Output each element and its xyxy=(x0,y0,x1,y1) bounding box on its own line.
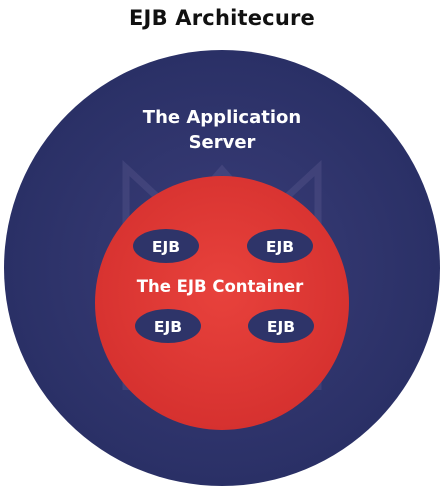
ejb-container-circle xyxy=(95,176,349,430)
application-server-label-line1: The Application xyxy=(143,107,301,128)
ejb-bean-label: EJB xyxy=(266,238,294,256)
ejb-bean-3: EJB xyxy=(135,309,201,343)
ejb-bean-2: EJB xyxy=(247,229,313,263)
ejb-bean-label: EJB xyxy=(152,238,180,256)
ejb-bean-4: EJB xyxy=(248,309,314,343)
ejb-bean-label: EJB xyxy=(154,318,182,336)
application-server-label-line2: Server xyxy=(189,132,256,153)
ejb-bean-label: EJB xyxy=(267,318,295,336)
diagram-title: EJB Architecure xyxy=(129,6,315,30)
ejb-bean-1: EJB xyxy=(133,229,199,263)
ejb-container-label: The EJB Container xyxy=(137,277,304,296)
